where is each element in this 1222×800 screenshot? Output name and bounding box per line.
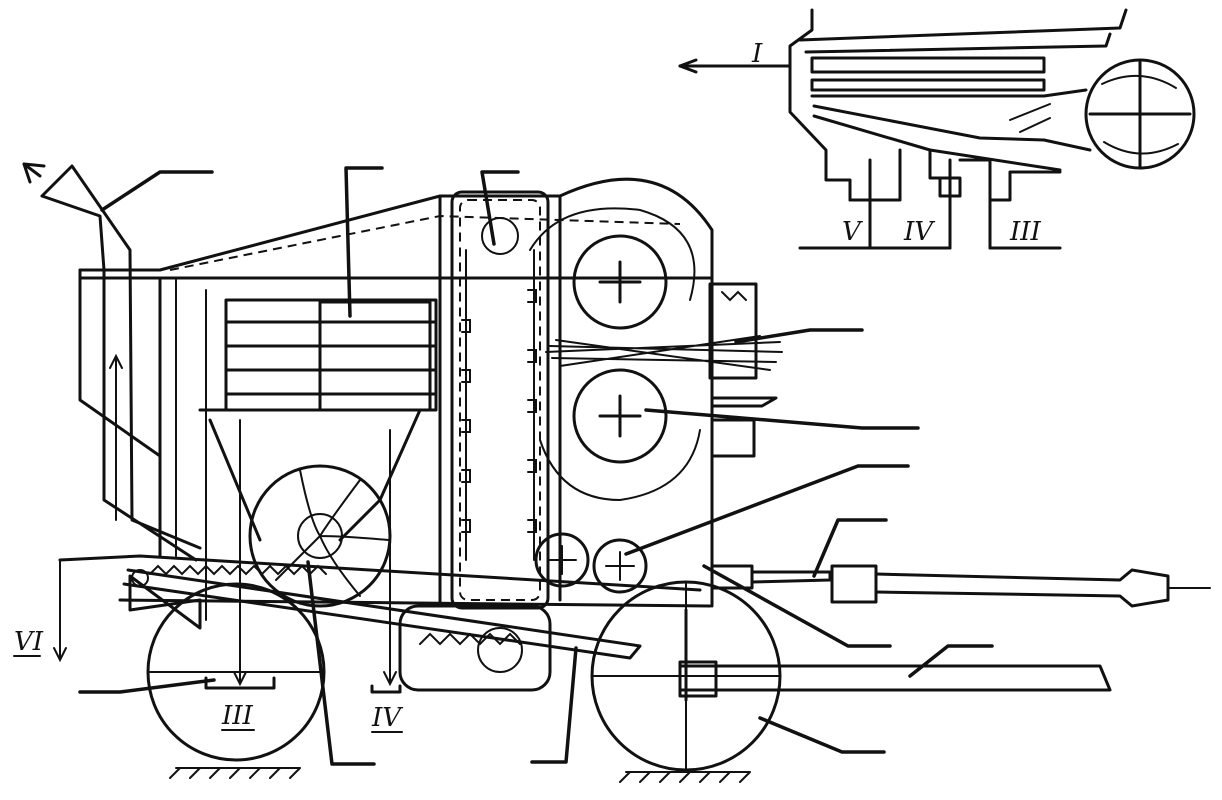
inset-separator-diagram	[678, 8, 1196, 250]
outlet-trays	[204, 676, 402, 694]
label-outlet-III-inset: III	[1009, 217, 1042, 247]
drawbar	[678, 608, 1112, 702]
drive-shaft	[710, 564, 1211, 608]
grain-elevator	[450, 190, 550, 673]
callout-leaders	[78, 166, 994, 766]
flow-arrows	[109, 279, 397, 687]
label-outlet-IV-inset: IV	[903, 217, 935, 247]
label-outlet-III-main: III	[221, 701, 254, 731]
auger-conveyor	[122, 564, 642, 692]
housing	[53, 177, 714, 663]
straw-bundle	[545, 282, 783, 458]
label-outlet-V-inset: V	[842, 217, 863, 247]
label-stream-I: I	[751, 39, 763, 69]
label-outlet-IV-main: IV	[371, 703, 403, 733]
threshing-drums	[529, 207, 701, 594]
label-outlet-VI-main: VI	[14, 627, 44, 657]
sieve-boxes	[224, 298, 438, 412]
